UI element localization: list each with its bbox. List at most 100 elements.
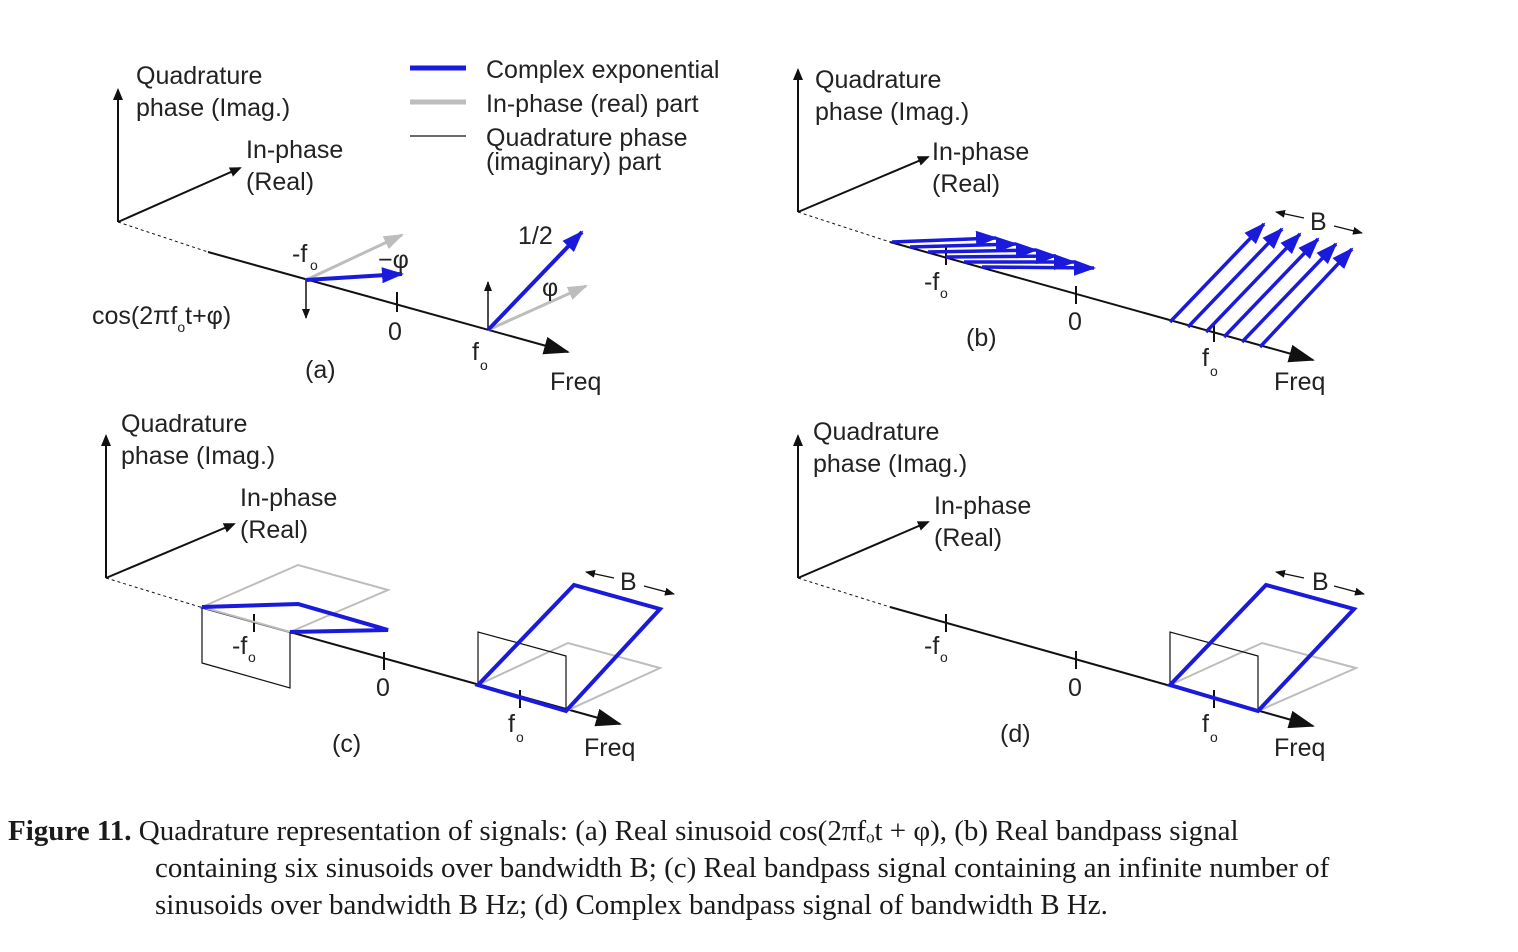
legend: Complex exponential In-phase (real) part… xyxy=(410,56,719,176)
panel-c-label: (c) xyxy=(332,730,361,758)
bandwidth-label: B xyxy=(1310,208,1327,236)
quadrature-label-2: phase (Imag.) xyxy=(815,98,969,126)
neg-band-imag-outline xyxy=(201,607,291,689)
f0-sub: o xyxy=(1210,729,1218,745)
panel-b-label: (b) xyxy=(966,324,997,352)
f0-label: f xyxy=(1202,710,1209,738)
bandwidth-arrow-right xyxy=(643,585,675,596)
f0-sub: o xyxy=(516,729,524,745)
neg-f0-sub: o xyxy=(940,285,948,301)
phi-label: φ xyxy=(542,274,558,302)
quadrature-label-1: Quadrature xyxy=(121,410,247,438)
caption-line-2: containing six sinusoids over bandwidth … xyxy=(155,852,1330,884)
pos-arrow-1 xyxy=(1168,222,1266,324)
equation-label: cos(2πfot+φ) xyxy=(92,302,231,335)
inphase-label-2: (Real) xyxy=(932,170,1000,198)
inphase-label-2: (Real) xyxy=(246,168,314,196)
legend-imag-label-1: Quadrature phase xyxy=(486,124,688,152)
neg-f0-label: -f xyxy=(924,268,939,296)
neg-f0-sub: o xyxy=(248,649,256,665)
freq-axis xyxy=(889,241,1315,363)
neg-f0-sub: o xyxy=(940,649,948,665)
neg-freq-arrows xyxy=(891,230,1096,276)
caption-text-1: Quadrature representation of signals: (a… xyxy=(131,815,1239,847)
legend-real-label: In-phase (real) part xyxy=(486,90,699,118)
neg-f0-label: -f xyxy=(924,632,939,660)
neg-f0-label: -f xyxy=(292,240,307,268)
neg-f0-label: -f xyxy=(232,632,247,660)
freq-axis-dashed xyxy=(797,211,891,243)
inphase-axis xyxy=(105,523,236,579)
pos-arrow-5 xyxy=(1240,242,1338,344)
caption-figure-number: Figure 11. xyxy=(8,815,132,847)
quadrature-label-2: phase (Imag.) xyxy=(121,442,275,470)
freq-label: Freq xyxy=(1274,734,1325,762)
caption-line-1: Figure 11. Quadrature representation of … xyxy=(8,813,1508,850)
bandwidth-arrow-left xyxy=(1275,209,1305,219)
f0-label: f xyxy=(472,338,479,366)
quadrature-label-1: Quadrature xyxy=(815,66,941,94)
bandwidth-arrow-left xyxy=(1275,569,1305,579)
neg-arrow-6 xyxy=(981,259,1096,276)
panel-d-label: (d) xyxy=(1000,720,1031,748)
f0-sub: o xyxy=(1210,363,1218,379)
inphase-label-1: In-phase xyxy=(246,136,343,164)
zero-label: 0 xyxy=(388,318,402,346)
zero-label: 0 xyxy=(1068,308,1082,336)
bandwidth-arrow-right xyxy=(1333,225,1363,235)
panel-a: Quadrature phase (Imag.) In-phase (Real)… xyxy=(92,62,601,396)
panel-c: Quadrature phase (Imag.) In-phase (Real)… xyxy=(101,410,675,762)
neg-band-complex-outline xyxy=(201,601,389,634)
bandwidth-arrow-left xyxy=(585,569,615,579)
f0-label: f xyxy=(508,710,515,738)
freq-axis-dashed xyxy=(105,577,201,608)
figure-caption: Figure 11. Quadrature representation of … xyxy=(8,813,1508,924)
quadrature-diagram: Complex exponential In-phase (real) part… xyxy=(92,56,1365,762)
panel-d: Quadrature phase (Imag.) In-phase (Real)… xyxy=(793,418,1365,762)
freq-axis-dashed xyxy=(117,221,209,253)
pos-arrow-6 xyxy=(1258,247,1354,349)
neg-arrow-1 xyxy=(891,230,998,247)
f0-sub: o xyxy=(480,357,488,373)
bandwidth-label: B xyxy=(620,568,637,596)
pos-band-imag-outline xyxy=(1169,631,1259,711)
inphase-axis xyxy=(797,521,930,579)
bandwidth-arrow-right xyxy=(1333,585,1365,596)
neg-f0-sub: o xyxy=(310,257,318,273)
pos-band-imag-outline xyxy=(477,631,567,711)
neg-arrow-4 xyxy=(945,248,1058,265)
neg-real-arrow xyxy=(305,233,404,282)
pos-band-complex-outline xyxy=(474,582,664,714)
freq-label: Freq xyxy=(550,368,601,396)
zero-label: 0 xyxy=(1068,674,1082,702)
neg-phi-label: −φ xyxy=(378,246,409,274)
quadrature-label-1: Quadrature xyxy=(136,62,262,90)
pos-band-complex-outline xyxy=(1166,582,1358,714)
inphase-axis xyxy=(797,156,930,213)
f0-label: f xyxy=(1202,344,1209,372)
pos-arrow-4 xyxy=(1222,237,1320,339)
neg-complex-arrow xyxy=(305,267,404,284)
quadrature-label-2: phase (Imag.) xyxy=(813,450,967,478)
pos-freq-arrows xyxy=(1168,222,1354,349)
inphase-label-1: In-phase xyxy=(932,138,1029,166)
panel-a-label: (a) xyxy=(305,356,336,384)
neg-arrow-2 xyxy=(909,236,1018,253)
pos-arrow-2 xyxy=(1186,227,1284,329)
legend-complex-label: Complex exponential xyxy=(486,56,719,84)
freq-axis xyxy=(207,251,570,355)
neg-arrow-3 xyxy=(927,242,1038,259)
inphase-label-1: In-phase xyxy=(240,484,337,512)
pos-band-real-outline xyxy=(475,641,663,713)
inphase-label-2: (Real) xyxy=(934,524,1002,552)
inphase-label-2: (Real) xyxy=(240,516,308,544)
inphase-label-1: In-phase xyxy=(934,492,1031,520)
panel-b: Quadrature phase (Imag.) In-phase (Real)… xyxy=(793,66,1363,396)
half-label: 1/2 xyxy=(518,222,553,250)
freq-label: Freq xyxy=(1274,368,1325,396)
legend-imag-label-2: (imaginary) part xyxy=(486,148,661,176)
freq-axis-dashed xyxy=(797,577,891,608)
pos-real-arrow xyxy=(487,284,588,332)
inphase-axis xyxy=(117,167,242,223)
freq-label: Freq xyxy=(584,734,635,762)
